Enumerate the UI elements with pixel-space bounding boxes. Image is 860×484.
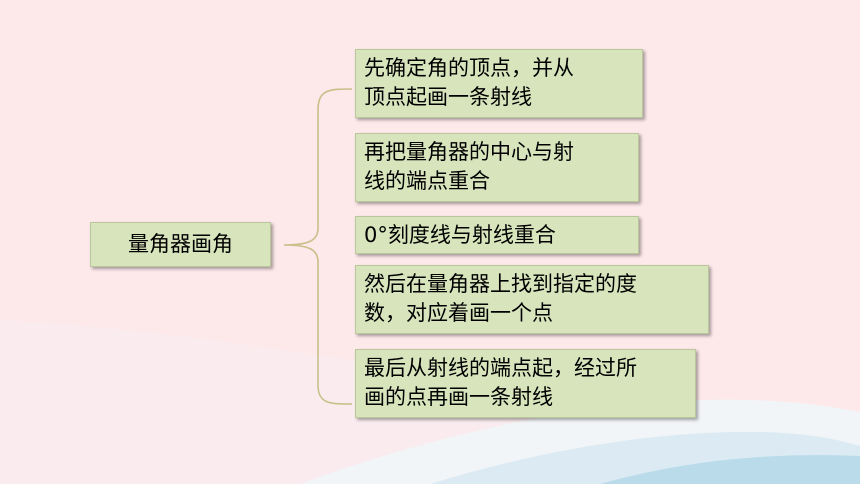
step-1-box: 先确定角的顶点，并从 顶点起画一条射线 — [355, 49, 643, 118]
root-node: 量角器画角 — [90, 222, 271, 267]
step-2-box: 再把量角器的中心与射 线的端点重合 — [355, 133, 639, 202]
step-5-box: 最后从射线的端点起，经过所 画的点再画一条射线 — [355, 349, 696, 418]
step-4-box: 然后在量角器上找到指定的度 数，对应着画一个点 — [355, 265, 709, 334]
step-3-box: 0°刻度线与射线重合 — [355, 216, 639, 254]
